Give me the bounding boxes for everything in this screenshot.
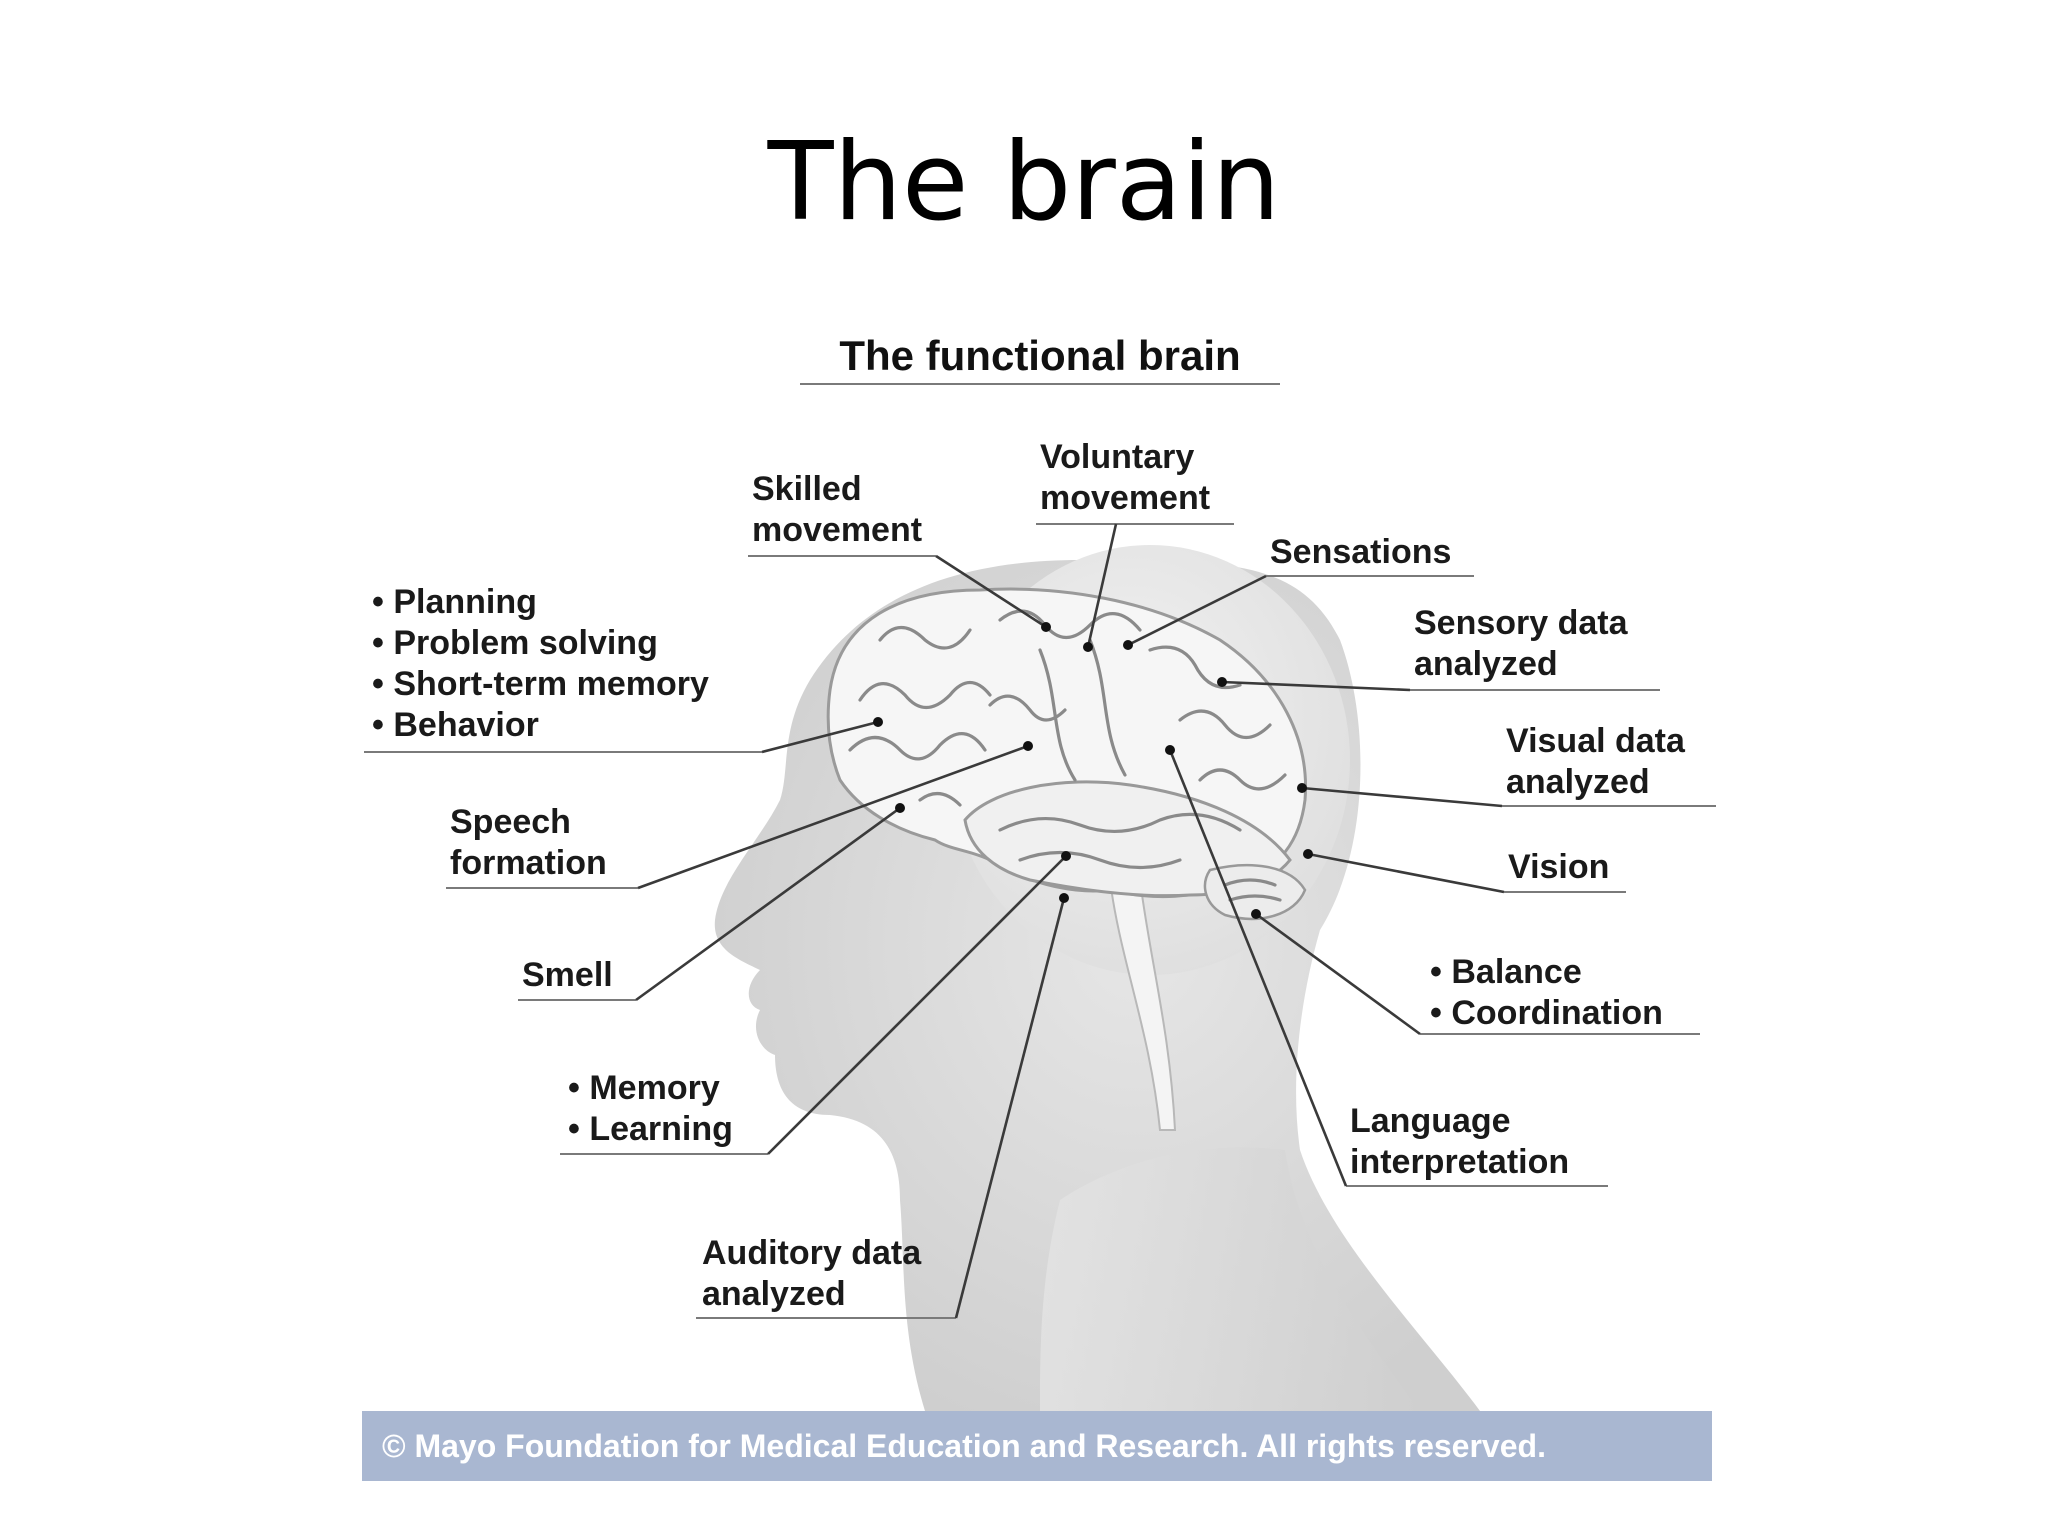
copyright-text: © Mayo Foundation for Medical Education … <box>382 1428 1546 1464</box>
label-auditory-data: Auditory data analyzed <box>702 1234 931 1313</box>
copyright-bar: © Mayo Foundation for Medical Education … <box>362 1411 1712 1481</box>
label-language-interpretation: Language interpretation <box>1350 1102 1569 1181</box>
figure-title: The functional brain <box>839 332 1240 379</box>
label-sensory-data: Sensory data analyzed <box>1414 604 1637 683</box>
label-skilled-movement: Skilled movement <box>752 470 922 549</box>
label-smell: Smell <box>522 956 613 994</box>
label-sensations: Sensations <box>1270 533 1451 571</box>
label-balance-coordination: • Balance • Coordination <box>1430 953 1663 1032</box>
brain-illustration <box>826 587 1308 920</box>
label-speech-formation: Speech formation <box>450 803 607 882</box>
label-frontal-functions: • Planning • Problem solving • Short-ter… <box>372 583 718 744</box>
label-memory-learning: • Memory • Learning <box>568 1069 733 1148</box>
slide-title: The brain <box>767 120 1281 245</box>
label-visual-data: Visual data analyzed <box>1506 722 1694 801</box>
label-voluntary-movement: Voluntary movement <box>1040 438 1210 517</box>
label-vision: Vision <box>1508 848 1609 886</box>
